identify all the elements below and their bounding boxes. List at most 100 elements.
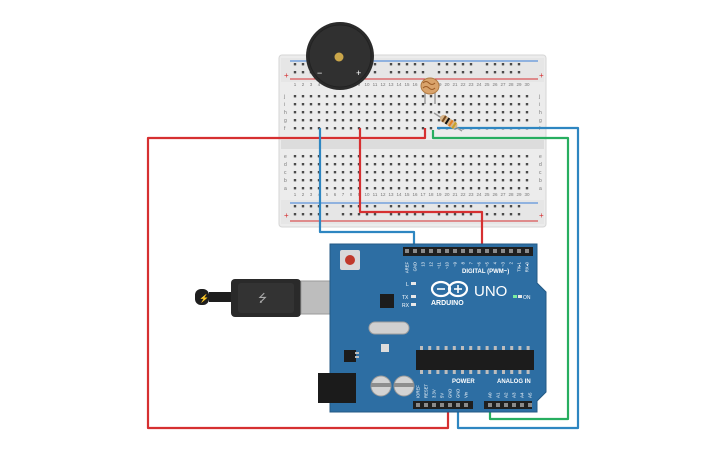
power-label: POWER bbox=[452, 379, 475, 385]
hole bbox=[517, 155, 521, 158]
hole bbox=[493, 155, 497, 158]
hole bbox=[405, 95, 409, 98]
hole bbox=[365, 127, 369, 130]
hole bbox=[293, 171, 297, 174]
analog-pin[interactable] bbox=[512, 403, 516, 407]
wires bbox=[146, 126, 580, 430]
hole bbox=[501, 103, 505, 106]
analog-pin[interactable] bbox=[488, 403, 492, 407]
column-number: 10 bbox=[364, 82, 370, 87]
hole bbox=[373, 163, 377, 166]
rail-hole bbox=[461, 63, 465, 66]
hole bbox=[509, 119, 513, 122]
digital-pin[interactable] bbox=[525, 249, 529, 253]
digital-pin[interactable] bbox=[421, 249, 425, 253]
hole bbox=[477, 171, 481, 174]
hole bbox=[365, 155, 369, 158]
digital-pin[interactable] bbox=[413, 249, 417, 253]
analog-pin[interactable] bbox=[520, 403, 524, 407]
column-number: 19 bbox=[436, 192, 442, 197]
hole bbox=[421, 163, 425, 166]
analog-pin[interactable] bbox=[496, 403, 500, 407]
power-pin[interactable] bbox=[448, 403, 452, 407]
green-wire-a0 bbox=[431, 130, 570, 421]
hole bbox=[429, 163, 433, 166]
hole bbox=[437, 163, 441, 166]
digital-pin[interactable] bbox=[493, 249, 497, 253]
analog-pin[interactable] bbox=[528, 403, 532, 407]
rail-hole bbox=[445, 71, 449, 74]
digital-pin[interactable] bbox=[509, 249, 513, 253]
rail-hole bbox=[517, 205, 521, 208]
hole bbox=[381, 119, 385, 122]
digital-pin[interactable] bbox=[485, 249, 489, 253]
digital-pin[interactable] bbox=[405, 249, 409, 253]
digital-pin-label: 13 bbox=[421, 261, 426, 266]
hole bbox=[429, 95, 433, 98]
digital-pin[interactable] bbox=[437, 249, 441, 253]
hole bbox=[381, 95, 385, 98]
digital-pin[interactable] bbox=[469, 249, 473, 253]
hole bbox=[453, 103, 457, 106]
analog-pin[interactable] bbox=[504, 403, 508, 407]
power-pin[interactable] bbox=[464, 403, 468, 407]
breadboard: + + + + 12345678910111213141516171819202… bbox=[278, 54, 547, 228]
rail-hole bbox=[493, 71, 497, 74]
column-number: 21 bbox=[452, 192, 458, 197]
power-jack bbox=[318, 373, 356, 403]
hole bbox=[301, 187, 305, 190]
hole bbox=[453, 163, 457, 166]
row-letter: d bbox=[284, 162, 287, 168]
digital-pin[interactable] bbox=[501, 249, 505, 253]
hole bbox=[317, 103, 321, 106]
hole bbox=[477, 187, 481, 190]
power-pin[interactable] bbox=[432, 403, 436, 407]
rail-hole bbox=[437, 71, 441, 74]
hole bbox=[453, 171, 457, 174]
rail-hole bbox=[445, 213, 449, 216]
power-pin[interactable] bbox=[440, 403, 444, 407]
analog-pin-label: A1 bbox=[496, 392, 501, 398]
hole bbox=[485, 171, 489, 174]
chip-pin bbox=[518, 370, 522, 374]
rail-hole bbox=[517, 71, 521, 74]
hole bbox=[421, 95, 425, 98]
rail-hole bbox=[301, 205, 305, 208]
digital-pin[interactable] bbox=[429, 249, 433, 253]
rail-hole bbox=[421, 205, 425, 208]
rail-hole bbox=[405, 71, 409, 74]
rail-hole bbox=[373, 71, 377, 74]
power-pin[interactable] bbox=[416, 403, 420, 407]
hole bbox=[301, 163, 305, 166]
hole bbox=[397, 119, 401, 122]
column-number: 1 bbox=[294, 192, 297, 197]
hole bbox=[501, 119, 505, 122]
digital-pin[interactable] bbox=[477, 249, 481, 253]
digital-pin-label: ~3 bbox=[501, 261, 506, 266]
reset-button-cap[interactable] bbox=[345, 255, 355, 265]
row-letter: j bbox=[538, 94, 540, 100]
power-pin[interactable] bbox=[424, 403, 428, 407]
power-pin[interactable] bbox=[456, 403, 460, 407]
regulator-pin-2 bbox=[355, 356, 359, 358]
digital-pin[interactable] bbox=[445, 249, 449, 253]
on-led-pad bbox=[518, 295, 522, 298]
hole bbox=[413, 187, 417, 190]
column-number: 22 bbox=[460, 82, 466, 87]
digital-pin[interactable] bbox=[453, 249, 457, 253]
digital-pin[interactable] bbox=[517, 249, 521, 253]
hole bbox=[349, 155, 353, 158]
hole bbox=[501, 155, 505, 158]
rail-hole bbox=[453, 71, 457, 74]
hole bbox=[413, 119, 417, 122]
digital-pin[interactable] bbox=[461, 249, 465, 253]
hole bbox=[389, 119, 393, 122]
hole bbox=[405, 127, 409, 130]
hole bbox=[309, 187, 313, 190]
column-number: 28 bbox=[508, 82, 514, 87]
column-number: 28 bbox=[508, 192, 514, 197]
hole bbox=[485, 111, 489, 114]
chip-pin bbox=[510, 370, 514, 374]
hole bbox=[365, 119, 369, 122]
